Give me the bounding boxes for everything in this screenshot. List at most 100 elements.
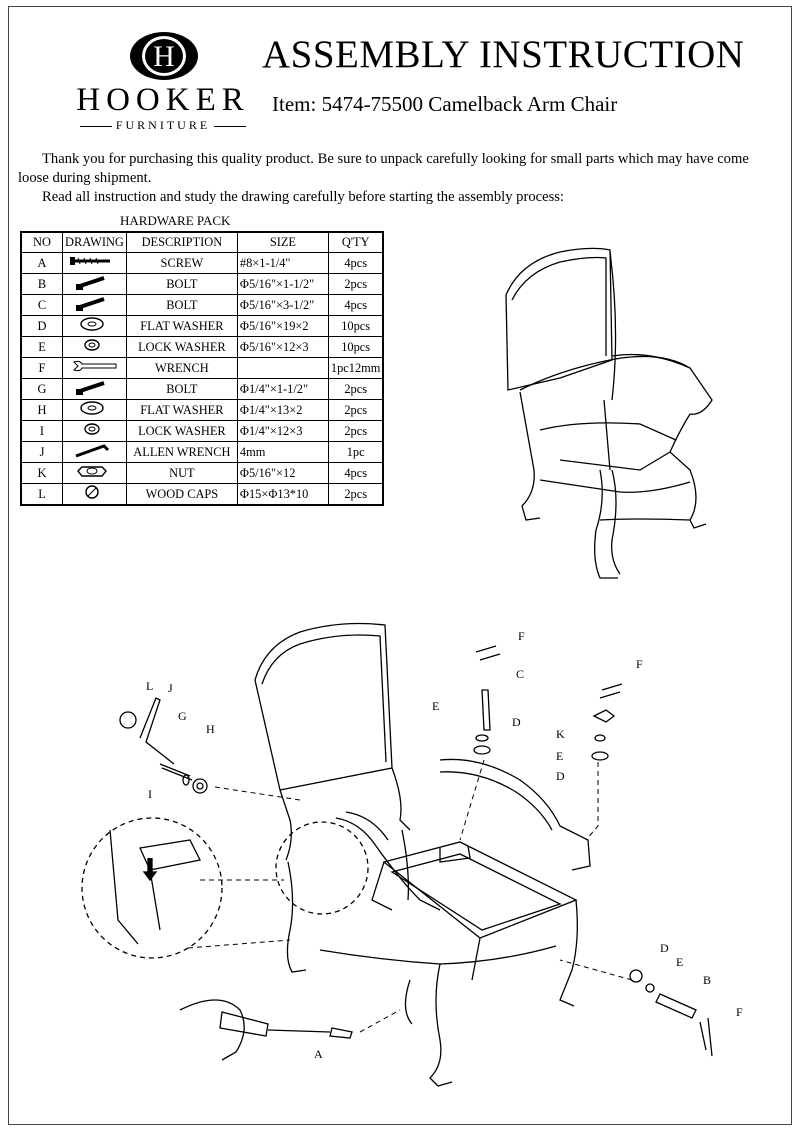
hardware-drawing (62, 420, 127, 442)
brand-name: HOOKER (76, 82, 250, 118)
hardware-no: B (20, 273, 63, 295)
hardware-no: D (20, 315, 63, 337)
hardware-qty: 4pcs (327, 252, 384, 274)
hardware-no: E (20, 336, 63, 358)
allen-wrench-icon (75, 444, 110, 458)
bolt-icon (76, 276, 106, 290)
hardware-qty: 1pc (327, 441, 384, 463)
col-header-size: SIZE (236, 231, 329, 253)
hardware-qty: 2pcs (327, 483, 384, 506)
hardware-size: Φ5/16"×1-1/2" (236, 273, 329, 295)
intro-paragraph: Thank you for purchasing this quality pr… (18, 151, 749, 186)
hardware-row: A SCREW#8×1-1/4"4pcs (20, 252, 384, 274)
hardware-description: ALLEN WRENCH (125, 441, 238, 463)
hardware-drawing (62, 399, 127, 421)
hardware-size: Φ5/16"×12×3 (236, 336, 329, 358)
hardware-qty: 4pcs (327, 462, 384, 484)
flat-washer-icon (80, 401, 105, 415)
hardware-no: J (20, 441, 63, 463)
hardware-size: 4mm (236, 441, 329, 463)
lock-washer-icon (84, 339, 101, 351)
bolt-icon (76, 381, 106, 395)
hardware-size: Φ1/4"×1-1/2" (236, 378, 329, 400)
hardware-size: Φ5/16"×3-1/2" (236, 294, 329, 316)
hardware-qty: 10pcs (327, 336, 384, 358)
hardware-size: Φ1/4"×12×3 (236, 420, 329, 442)
hardware-table: NO DRAWING DESCRIPTION SIZE Q'TY A SCREW#… (20, 231, 385, 506)
hardware-size: #8×1-1/4" (236, 252, 329, 274)
hardware-description: BOLT (125, 273, 238, 295)
hardware-description: WOOD CAPS (125, 483, 238, 506)
col-header-no: NO (20, 231, 63, 253)
hardware-qty: 2pcs (327, 378, 384, 400)
hardware-drawing (62, 378, 127, 400)
hardware-description: SCREW (125, 252, 238, 274)
brand-subtitle: FURNITURE (68, 118, 258, 133)
hardware-size-extra: 12mm (348, 360, 381, 375)
hardware-size: Φ15×Φ13*10 (236, 483, 329, 506)
hardware-qty: 2pcs (327, 399, 384, 421)
hardware-description: BOLT (125, 294, 238, 316)
bolt-icon (76, 297, 106, 311)
hardware-no: K (20, 462, 63, 484)
hardware-header-row: NO DRAWING DESCRIPTION SIZE Q'TY (20, 231, 384, 253)
hardware-qty: 10pcs (327, 315, 384, 337)
hardware-drawing (62, 315, 127, 337)
wrench-icon (73, 360, 117, 372)
screw-icon (70, 257, 111, 265)
hardware-description: WRENCH (125, 357, 238, 379)
col-header-description: DESCRIPTION (125, 231, 238, 253)
hardware-drawing (62, 441, 127, 463)
hardware-drawing (62, 252, 127, 274)
monogram-icon: H (130, 32, 198, 80)
hardware-drawing (62, 336, 127, 358)
lock-washer-icon (84, 423, 101, 435)
hardware-description: LOCK WASHER (125, 336, 238, 358)
hardware-no: H (20, 399, 63, 421)
intro-text: Thank you for purchasing this quality pr… (18, 150, 778, 207)
hardware-size: Φ5/16"×19×2 (236, 315, 329, 337)
hardware-drawing (62, 357, 127, 379)
hardware-drawing (62, 294, 127, 316)
hardware-size (236, 357, 329, 379)
hardware-drawing (62, 483, 127, 506)
hardware-description: FLAT WASHER (125, 399, 238, 421)
hardware-no: L (20, 483, 63, 506)
hardware-no: G (20, 378, 63, 400)
hardware-qty: 1pc12mm (327, 357, 384, 379)
brand-logo: H HOOKER FURNITURE (68, 30, 268, 140)
instruction-sheet (8, 6, 792, 1125)
hardware-description: LOCK WASHER (125, 420, 238, 442)
hardware-row: F WRENCH 1pc12mm (20, 357, 384, 379)
hardware-qty: 2pcs (327, 420, 384, 442)
hardware-no: A (20, 252, 63, 274)
intro-paragraph: Read all instruction and study the drawi… (42, 189, 564, 205)
hardware-description: NUT (125, 462, 238, 484)
svg-text:H: H (153, 40, 175, 73)
hardware-qty: 4pcs (327, 294, 384, 316)
item-line: Item: 5474-75500 Camelback Arm Chair (272, 92, 618, 116)
hardware-size: Φ5/16"×12 (236, 462, 329, 484)
col-header-drawing: DRAWING (62, 231, 127, 253)
hardware-no: I (20, 420, 63, 442)
hardware-drawing (62, 462, 127, 484)
hardware-description: FLAT WASHER (125, 315, 238, 337)
nut-icon (77, 466, 108, 477)
hardware-description: BOLT (125, 378, 238, 400)
hardware-pack-title: HARDWARE PACK (120, 213, 231, 228)
hardware-qty: 2pcs (327, 273, 384, 295)
wood-cap-icon (85, 485, 100, 499)
hardware-drawing (62, 273, 127, 295)
hardware-no: C (20, 294, 63, 316)
col-header-qty: Q'TY (327, 231, 384, 253)
hardware-no: F (20, 357, 63, 379)
